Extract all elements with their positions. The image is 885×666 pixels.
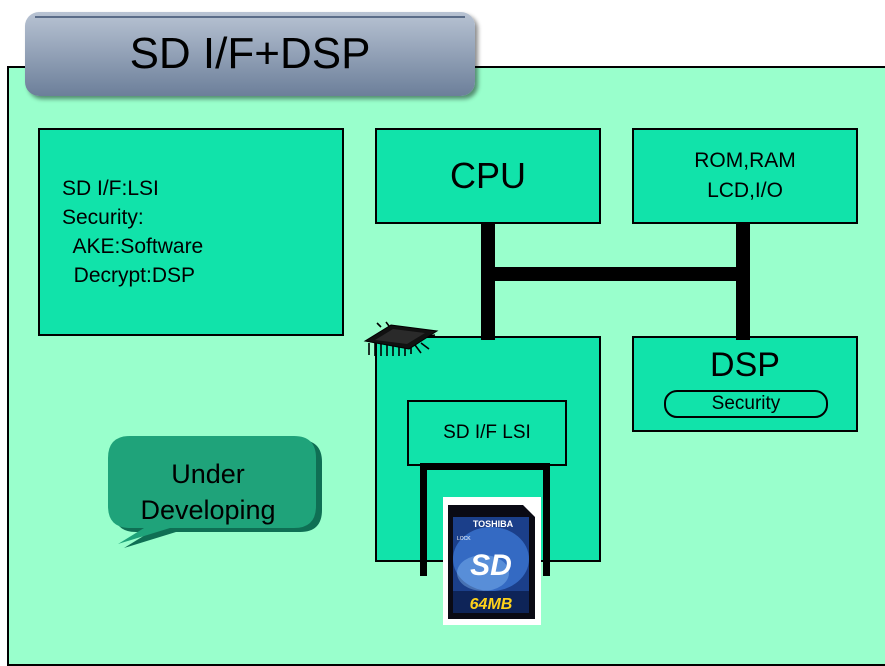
callout-line1: Under xyxy=(171,459,245,489)
system-bus xyxy=(481,267,750,281)
callout-bubble xyxy=(108,436,322,548)
info-line-2: Security: xyxy=(62,206,144,229)
socket-right xyxy=(543,463,550,576)
socket-top xyxy=(420,463,550,470)
memory-label-line1: ROM,RAM xyxy=(694,149,796,172)
title-tab: SD I/F+DSP xyxy=(25,12,475,96)
sd-card-logo: SD xyxy=(470,549,512,582)
dsp-box: DSP Security xyxy=(632,336,858,432)
dsp-label: DSP xyxy=(710,346,780,384)
cpu-box: CPU xyxy=(375,128,601,224)
socket-left xyxy=(420,463,427,576)
callout-line2: Developing xyxy=(140,495,276,525)
sd-if-lsi-label: SD I/F LSI xyxy=(443,422,531,443)
cpu-bus-line xyxy=(481,222,495,340)
page-title: SD I/F+DSP xyxy=(129,29,371,78)
sd-card-capacity: 64MB xyxy=(470,596,513,613)
info-line-3: AKE:Software xyxy=(62,235,204,258)
info-line-1: SD I/F:LSI xyxy=(62,177,159,200)
sd-card-brand: TOSHIBA xyxy=(473,519,514,529)
memory-box: ROM,RAM LCD,I/O xyxy=(632,128,858,224)
sd-if-lsi-box: SD I/F LSI xyxy=(407,400,567,466)
memory-label-line2: LCD,I/O xyxy=(707,179,783,202)
sd-card-icon: TOSHIBA LOCK SD 64MB xyxy=(443,497,541,625)
security-label: Security xyxy=(711,393,781,414)
info-line-4: Decrypt:DSP xyxy=(62,264,196,287)
security-pill: Security xyxy=(664,390,828,418)
callout-text: Under Developing xyxy=(108,456,308,528)
info-box: SD I/F:LSI Security: AKE:Software Decryp… xyxy=(38,128,344,336)
cpu-label: CPU xyxy=(449,155,526,196)
chip-icon xyxy=(363,321,439,356)
sd-card-lock: LOCK xyxy=(457,536,471,542)
memory-bus-line xyxy=(736,222,750,340)
